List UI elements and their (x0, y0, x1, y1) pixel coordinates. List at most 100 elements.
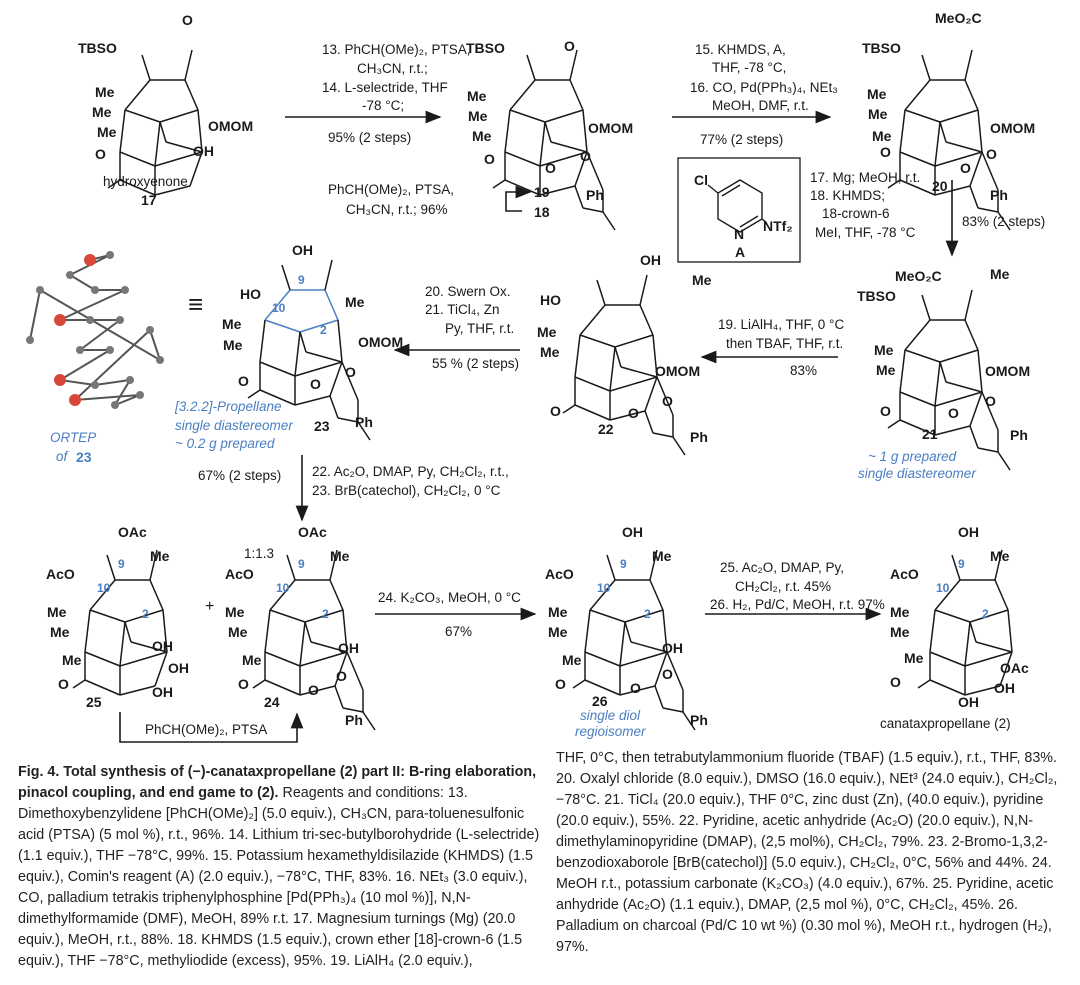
atom-label: Me (242, 652, 262, 668)
atom-label: O (238, 373, 249, 389)
atom-label: O (880, 144, 891, 160)
carbon-number: 9 (620, 557, 627, 571)
yield-text: 95% (2 steps) (328, 130, 412, 145)
atom-label: O (628, 405, 639, 421)
reagent-text: 15. KHMDS, A, (695, 42, 786, 57)
ortep-crystal-structure (26, 251, 164, 409)
carbon-number: 9 (298, 557, 305, 571)
atom-label: Me (62, 652, 82, 668)
equivalence-symbol: ≡ (188, 289, 204, 319)
carbon-number: 2 (142, 607, 149, 621)
reagent-text: 24. K₂CO₃, MeOH, 0 °C (378, 590, 521, 605)
compound-number: 21 (922, 426, 938, 442)
atom-label: OH (152, 684, 173, 700)
reagent-text: 20. Swern Ox. (425, 284, 511, 299)
compound-number: 23 (76, 449, 92, 465)
atom-label: Ph (990, 187, 1008, 203)
yield-text: 55 % (2 steps) (432, 356, 520, 371)
atom-label: Me (330, 548, 350, 564)
annotation-text: ~ 0.2 g prepared (175, 436, 275, 451)
atom-label: O (662, 393, 673, 409)
atom-label: O (308, 682, 319, 698)
atom-label: O (95, 146, 106, 162)
atom-label: Me (540, 344, 560, 360)
arrow-25-to-24 (119, 712, 304, 743)
carbon-number: 9 (298, 273, 305, 287)
atom-label: OH (168, 660, 189, 676)
arrow-18-to-19 (505, 185, 532, 212)
atom-label: Me (692, 272, 712, 288)
molecule-skeleton (107, 49, 203, 196)
atom-label: Me (472, 128, 492, 144)
compound-number: 23 (314, 418, 330, 434)
atom-label: Me (223, 337, 243, 353)
annotation-text: single diastereomer (858, 466, 976, 481)
atom-label: Ph (690, 712, 708, 728)
reagent-text: 22. Ac₂O, DMAP, Py, CH₂Cl₂, r.t., (312, 464, 509, 479)
molecule-skeleton (252, 549, 376, 731)
reagent-text: CH₂Cl₂, r.t. 45% (735, 579, 832, 594)
plus-sign: + (205, 598, 215, 615)
reagent-text: 13. PhCH(OMe)₂, PTSA, (322, 42, 471, 57)
molecule-skeleton (247, 259, 371, 441)
atom-label: OH (640, 252, 661, 268)
atom-label: Me (876, 362, 896, 378)
carbon-number: 10 (936, 581, 950, 595)
reagent-text: Py, THF, r.t. (445, 321, 515, 336)
atom-label: O (985, 393, 996, 409)
atom-label: Me (97, 124, 117, 140)
atom-label: Me (562, 652, 582, 668)
carbon-number: 9 (958, 557, 965, 571)
reaction-scheme-graphics (26, 49, 1013, 743)
atom-label: OAc (118, 524, 147, 540)
molecule-skeleton (572, 549, 696, 731)
compound-name: canataxpropellane (2) (880, 716, 1011, 731)
atom-label: OMOM (655, 363, 701, 379)
atom-label: OMOM (208, 118, 254, 134)
atom-label: Me (222, 316, 242, 332)
atom-label: OH (958, 524, 979, 540)
atom-label: NTf₂ (763, 218, 793, 234)
compound-number: 26 (592, 693, 608, 709)
atom-label: Ph (345, 712, 363, 728)
molecule-skeleton (917, 549, 1013, 696)
annotation-text: single diol (580, 708, 641, 723)
atom-label: OMOM (990, 120, 1036, 136)
atom-label: O (555, 676, 566, 692)
reagent-text: 25. Ac₂O, DMAP, Py, (720, 560, 845, 575)
atom-label: AcO (46, 566, 75, 582)
annotation-text: ~ 1 g prepared (868, 449, 957, 464)
reagent-text: PhCH(OMe)₂, PTSA, (328, 182, 455, 197)
yield-text: 67% (2 steps) (198, 468, 282, 483)
atom-label: Me (652, 548, 672, 564)
atom-label: O (345, 364, 356, 380)
atom-label: Me (228, 624, 248, 640)
compound-number: 25 (86, 694, 102, 710)
reagent-text: 18-crown-6 (822, 206, 890, 221)
yield-text: 83% (2 steps) (962, 214, 1046, 229)
atom-label: N (734, 226, 745, 242)
atom-label: Me (990, 548, 1010, 564)
caption-title: Fig. 4. Total synthesis of (−)-canataxpr… (18, 764, 537, 801)
atom-label: AcO (225, 566, 254, 582)
atom-label: Ph (355, 414, 373, 430)
atom-label: Me (150, 548, 170, 564)
annotation-text: single diastereomer (175, 418, 293, 433)
compound-number: 17 (141, 192, 157, 208)
atom-label: Me (92, 104, 112, 120)
atom-label: O (580, 148, 591, 164)
caption-body: Reagents and conditions: 13. Dimethoxybe… (18, 785, 540, 969)
atom-label: O (564, 38, 575, 54)
reagent-text: 14. L-selectride, THF (322, 80, 448, 95)
carbon-number: 2 (322, 607, 329, 621)
carbon-number: 10 (276, 581, 290, 595)
atom-label: OH (152, 638, 173, 654)
atom-label: TBSO (466, 40, 505, 56)
atom-label: O (880, 403, 891, 419)
reagent-text: THF, -78 °C, (712, 60, 787, 75)
annotation-text: regioisomer (575, 724, 646, 739)
atom-label: Me (345, 294, 365, 310)
reagent-label: A (735, 244, 746, 260)
atom-label: Cl (694, 172, 708, 188)
figure-caption-right: THF, 0°C, then tetrabutylammonium fluori… (556, 750, 1058, 955)
